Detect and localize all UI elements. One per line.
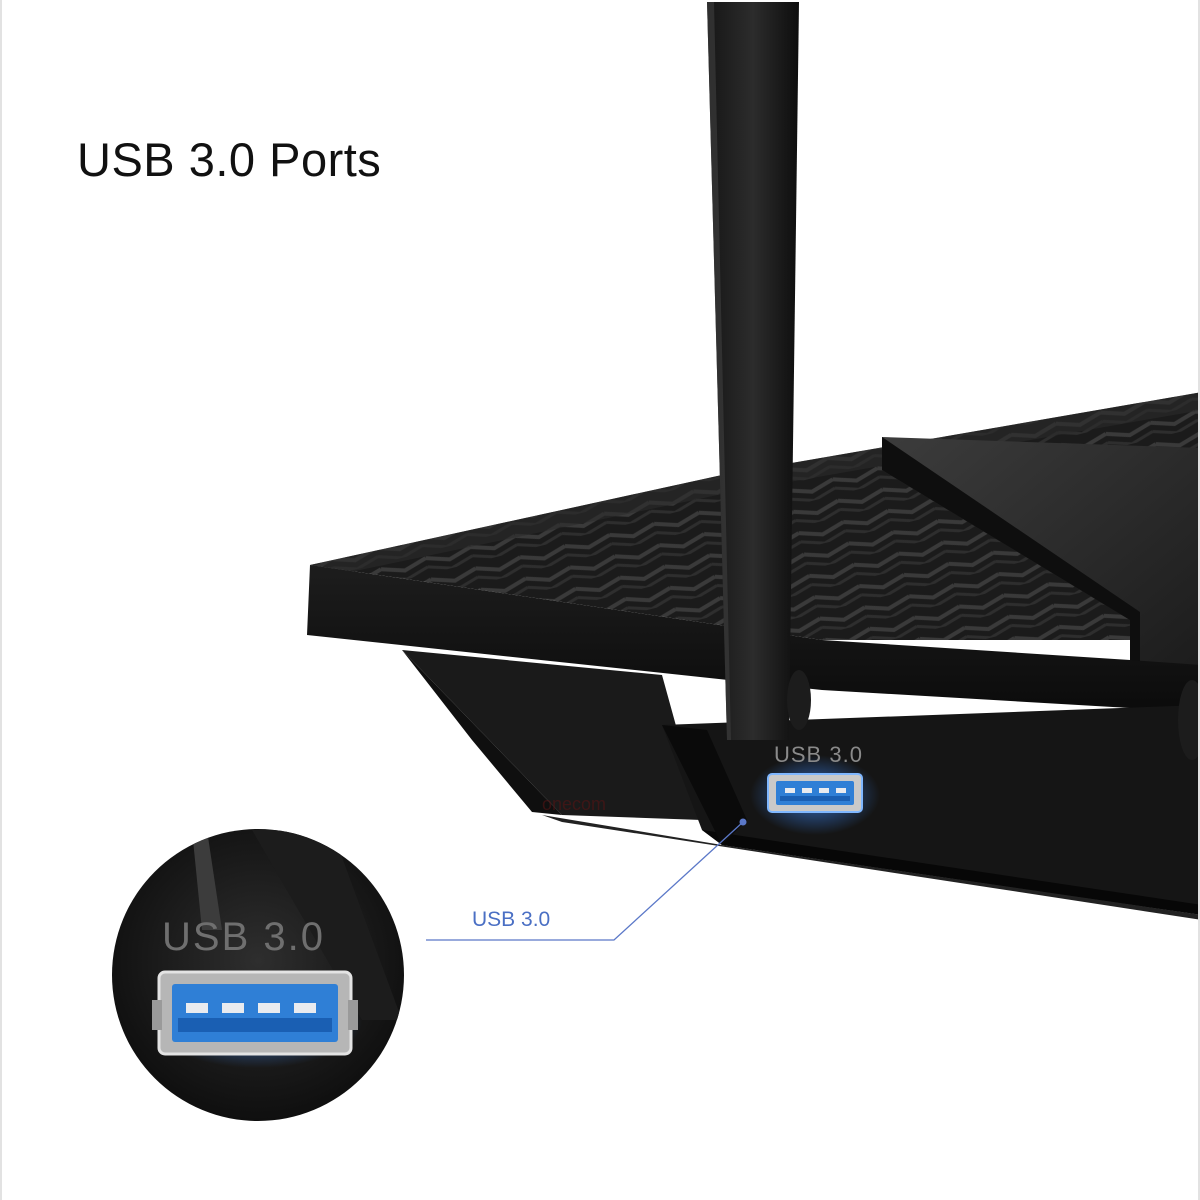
antenna: [707, 2, 799, 740]
zoom-port-label: USB 3.0: [162, 915, 325, 959]
port-label: USB 3.0: [774, 742, 863, 767]
callout-leader-line: [426, 821, 744, 941]
callout-label: USB 3.0: [472, 908, 551, 931]
feature-headline: USB 3.0 Ports: [77, 133, 382, 186]
watermark: onecom: [542, 794, 607, 814]
